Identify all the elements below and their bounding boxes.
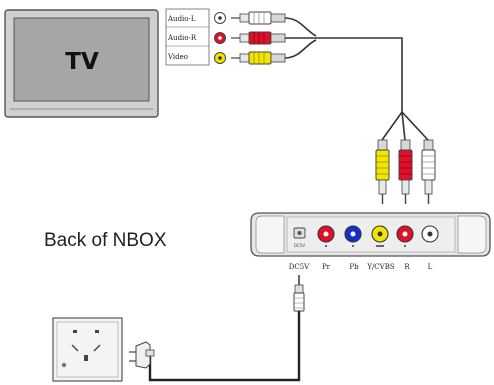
wall-outlet xyxy=(52,317,123,382)
port-label-r: R xyxy=(404,263,410,271)
outlet-plate xyxy=(52,317,123,382)
port-label-dc5v: DC5V xyxy=(289,263,310,271)
tv-jack-panel: Audio-L Audio-R Video xyxy=(165,8,226,66)
tv-rca-plugs xyxy=(231,11,286,65)
tv-screen xyxy=(13,17,150,102)
port-label-pr: Pr xyxy=(322,263,331,271)
adapter-body xyxy=(135,341,151,369)
rca-plug-white-top xyxy=(239,13,250,23)
port-labels: DC5V Pr Pb Y/CVBS R L xyxy=(289,263,433,271)
rca-plug-red-bottom xyxy=(398,149,413,181)
device-rca-plugs xyxy=(375,139,436,204)
power-adapter xyxy=(129,341,155,369)
port-dc5v-small-label: DC5V xyxy=(294,243,305,248)
tv-jack-label-audio-l: Audio-L xyxy=(167,15,196,23)
nbox-back-panel: DC5V xyxy=(250,212,491,257)
tv-jack-label-audio-r: Audio-R xyxy=(167,34,197,42)
dc-plug xyxy=(294,284,304,294)
dc-power-cable xyxy=(148,275,305,382)
rca-plug-yellow-top xyxy=(239,53,250,63)
port-label-pb: Pb xyxy=(349,263,359,271)
tv-jack-label-box xyxy=(165,8,210,66)
tv-jack-label-video: Video xyxy=(167,53,188,61)
port-label-l: L xyxy=(428,263,433,271)
rca-plug-white-bottom xyxy=(421,149,436,181)
rca-plug-red-top xyxy=(239,33,250,43)
rca-plug-yellow-bottom xyxy=(375,149,390,181)
av-cable xyxy=(284,17,429,141)
device-title: Back of NBOX xyxy=(44,230,167,251)
tv-label: TV xyxy=(65,49,99,75)
port-label-y-cvbs: Y/CVBS xyxy=(366,263,395,271)
tv: TV xyxy=(4,9,159,118)
